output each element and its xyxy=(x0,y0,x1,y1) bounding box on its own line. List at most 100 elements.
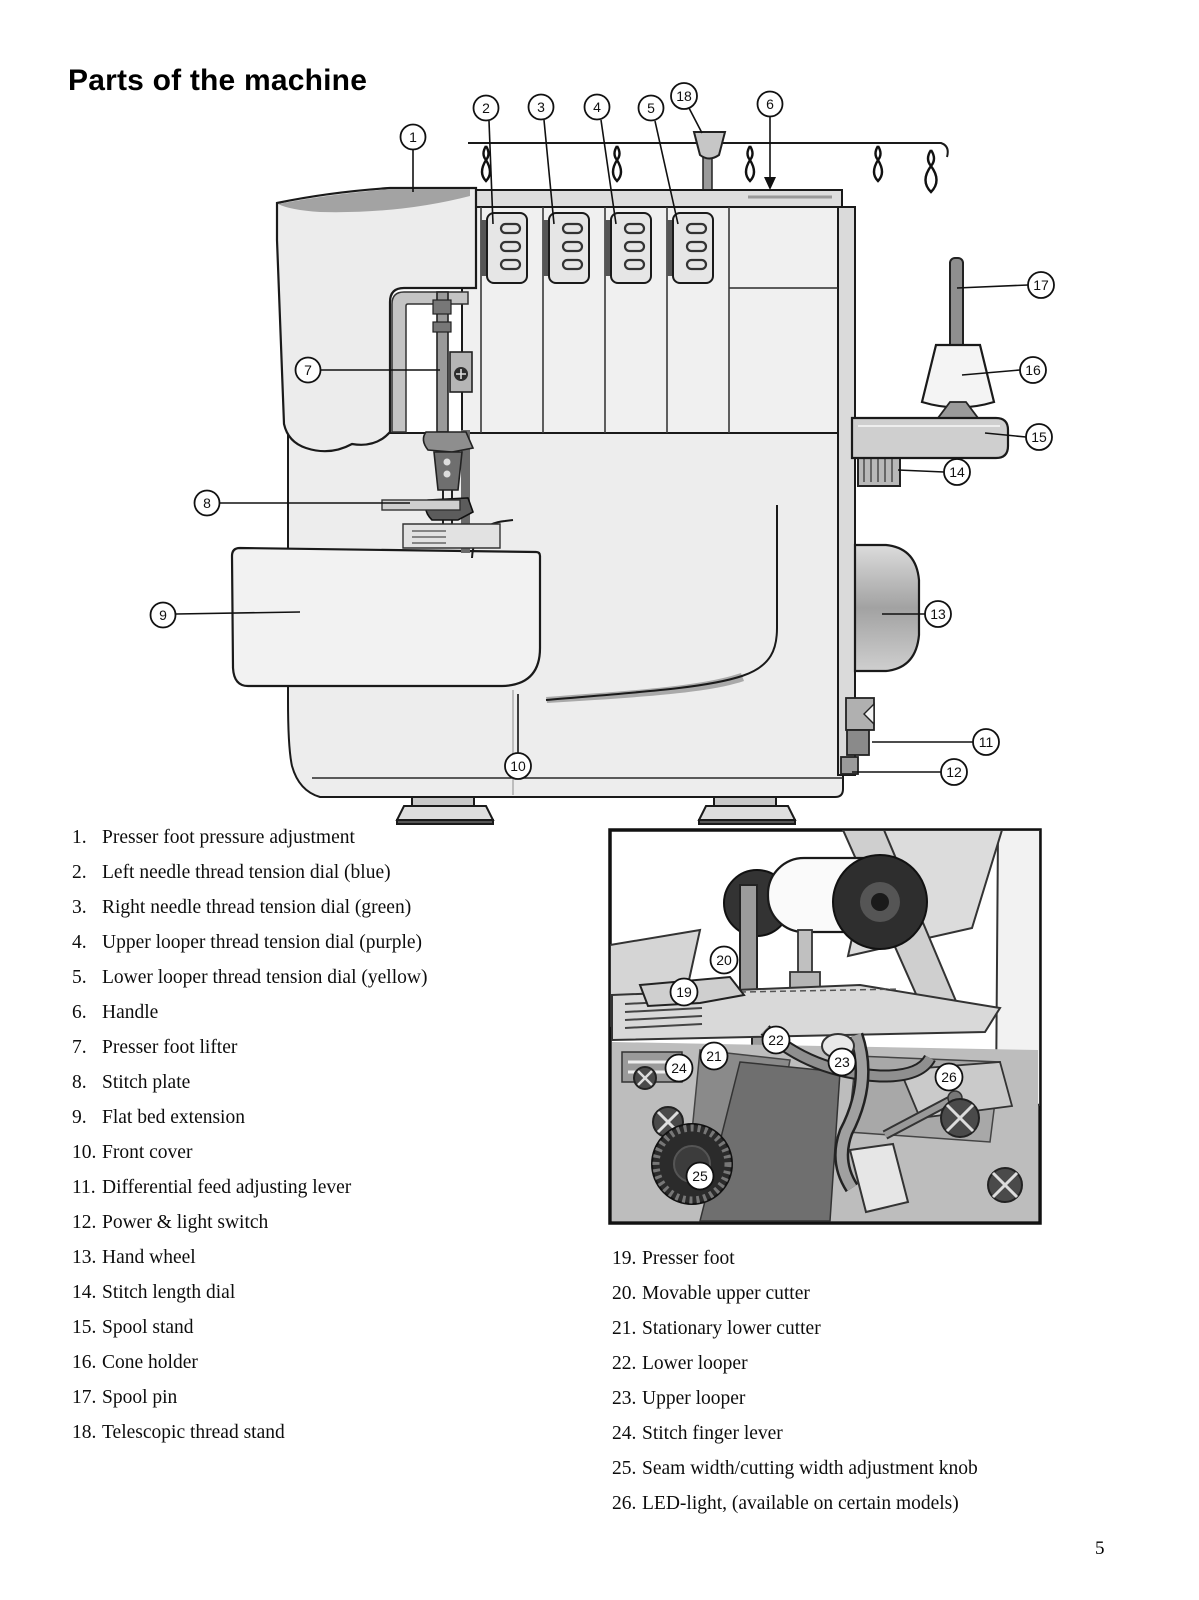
serger-illustration: 1 2 3 4 5 18 6 7 8 9 10 13 11 12 14 15 1… xyxy=(149,82,1055,825)
callout-5: 5 xyxy=(637,94,665,122)
list-item: 6.Handle xyxy=(72,995,427,1030)
list-item: 25.Seam width/cutting width adjustment k… xyxy=(612,1451,978,1486)
needle-assembly xyxy=(381,291,514,559)
callout-4: 4 xyxy=(583,93,611,121)
svg-text:25: 25 xyxy=(692,1168,708,1184)
svg-text:2: 2 xyxy=(482,100,490,116)
list-item: 17.Spool pin xyxy=(72,1380,427,1415)
part-label: Presser foot xyxy=(642,1248,735,1269)
upper-looper xyxy=(836,1033,868,1191)
part-label: Flat bed extension xyxy=(102,1107,245,1128)
list-item: 22.Lower looper xyxy=(612,1346,978,1381)
svg-text:11: 11 xyxy=(979,734,994,750)
callout-18: 18 xyxy=(670,82,698,110)
callout-24: 24 xyxy=(664,1053,694,1083)
list-item: 26.LED-light, (available on certain mode… xyxy=(612,1486,978,1521)
list-item: 4. Upper looper thread tension dial (purp… xyxy=(72,925,427,960)
callout-1: 1 xyxy=(399,123,427,151)
callout-6: 6 xyxy=(756,90,784,118)
part-number: 8. xyxy=(72,1072,87,1093)
callout-7: 7 xyxy=(294,356,322,384)
side-controls xyxy=(840,697,875,775)
svg-text:15: 15 xyxy=(1031,429,1047,445)
led-housing xyxy=(898,1061,1014,1119)
part-number: 19. xyxy=(612,1248,637,1269)
part-number: 14. xyxy=(72,1282,97,1303)
page-title: Parts of the machine xyxy=(68,64,368,97)
part-label: Right needle thread tension dial (green) xyxy=(102,897,412,918)
list-item: 7.Presser foot lifter xyxy=(72,1030,427,1065)
part-number: 2. xyxy=(72,862,87,883)
arrow-down-icon xyxy=(764,177,776,190)
svg-text:13: 13 xyxy=(930,606,946,622)
list-item: 19.Presser foot xyxy=(612,1241,978,1276)
part-number: 23. xyxy=(612,1388,637,1409)
cover-opening-frame xyxy=(391,291,469,433)
list-item: 21.Stationary lower cutter xyxy=(612,1311,978,1346)
svg-text:19: 19 xyxy=(676,984,692,1000)
svg-text:21: 21 xyxy=(706,1048,722,1064)
list-item: 24.Stitch finger lever xyxy=(612,1416,978,1451)
callout-17: 17 xyxy=(1027,271,1055,299)
part-label: Left needle thread tension dial (blue) xyxy=(102,862,391,883)
svg-text:9: 9 xyxy=(159,607,167,623)
part-number: 10. xyxy=(72,1142,97,1163)
svg-text:10: 10 xyxy=(510,758,526,774)
part-number: 11. xyxy=(72,1177,96,1198)
callout-23: 23 xyxy=(827,1047,857,1077)
part-number: 21. xyxy=(612,1318,637,1339)
svg-text:26: 26 xyxy=(941,1069,957,1085)
list-item: 20.Movable upper cutter xyxy=(612,1276,978,1311)
hand-wheel xyxy=(853,543,921,673)
svg-text:4: 4 xyxy=(593,99,601,115)
part-number: 16. xyxy=(72,1352,97,1373)
part-number: 4. xyxy=(72,932,87,953)
callout-22: 22 xyxy=(761,1025,791,1055)
svg-text:18: 18 xyxy=(676,88,692,104)
inset-detail-view: 20 19 22 21 24 23 26 25 xyxy=(608,828,1042,1225)
spool-pin xyxy=(949,257,964,351)
callout-8: 8 xyxy=(193,489,221,517)
callout-21: 21 xyxy=(699,1041,729,1071)
callout-26: 26 xyxy=(934,1062,964,1092)
part-label: Presser foot pressure adjustment xyxy=(102,827,355,848)
part-label: Telescopic thread stand xyxy=(102,1422,285,1443)
list-item: 18.Telescopic thread stand xyxy=(72,1415,427,1450)
machine-feet xyxy=(395,796,797,825)
stitch-plate-edge xyxy=(381,499,461,511)
svg-text:23: 23 xyxy=(834,1054,850,1070)
svg-text:8: 8 xyxy=(203,495,211,511)
list-item: 14.Stitch length dial xyxy=(72,1275,427,1310)
svg-text:7: 7 xyxy=(304,362,312,378)
callout-12: 12 xyxy=(940,758,968,786)
list-item: 1.Presser foot pressure adjustment xyxy=(72,820,427,855)
part-number: 7. xyxy=(72,1037,87,1058)
part-number: 22. xyxy=(612,1353,637,1374)
list-item: 8. Stitch plate xyxy=(72,1065,427,1100)
svg-text:6: 6 xyxy=(766,96,774,112)
part-label: Hand wheel xyxy=(102,1247,196,1268)
left-cover xyxy=(275,186,478,453)
part-label: Stitch plate xyxy=(102,1072,191,1093)
list-item: 15.Spool stand xyxy=(72,1310,427,1345)
part-number: 12. xyxy=(72,1212,97,1233)
part-label: Differential feed adjusting lever xyxy=(102,1177,352,1198)
part-label: Stitch length dial xyxy=(102,1282,236,1303)
part-label: LED-light, (available on certain models) xyxy=(642,1493,959,1514)
tension-dial-left-needle xyxy=(481,212,528,284)
part-number: 18. xyxy=(72,1422,97,1443)
part-label: Upper looper thread tension dial (purple… xyxy=(102,932,423,953)
callout-3: 3 xyxy=(527,93,555,121)
page-number: 5 xyxy=(1095,1538,1105,1559)
list-item: 10.Front cover xyxy=(72,1135,427,1170)
svg-text:12: 12 xyxy=(946,764,962,780)
svg-text:5: 5 xyxy=(647,100,655,116)
differential-feed-lever xyxy=(846,729,870,756)
part-number: 9. xyxy=(72,1107,87,1128)
tension-dial-lower-looper xyxy=(667,212,714,284)
callout-11: 11 xyxy=(972,728,1000,756)
stitch-plate-body xyxy=(402,523,501,549)
callout-10: 10 xyxy=(504,752,532,780)
